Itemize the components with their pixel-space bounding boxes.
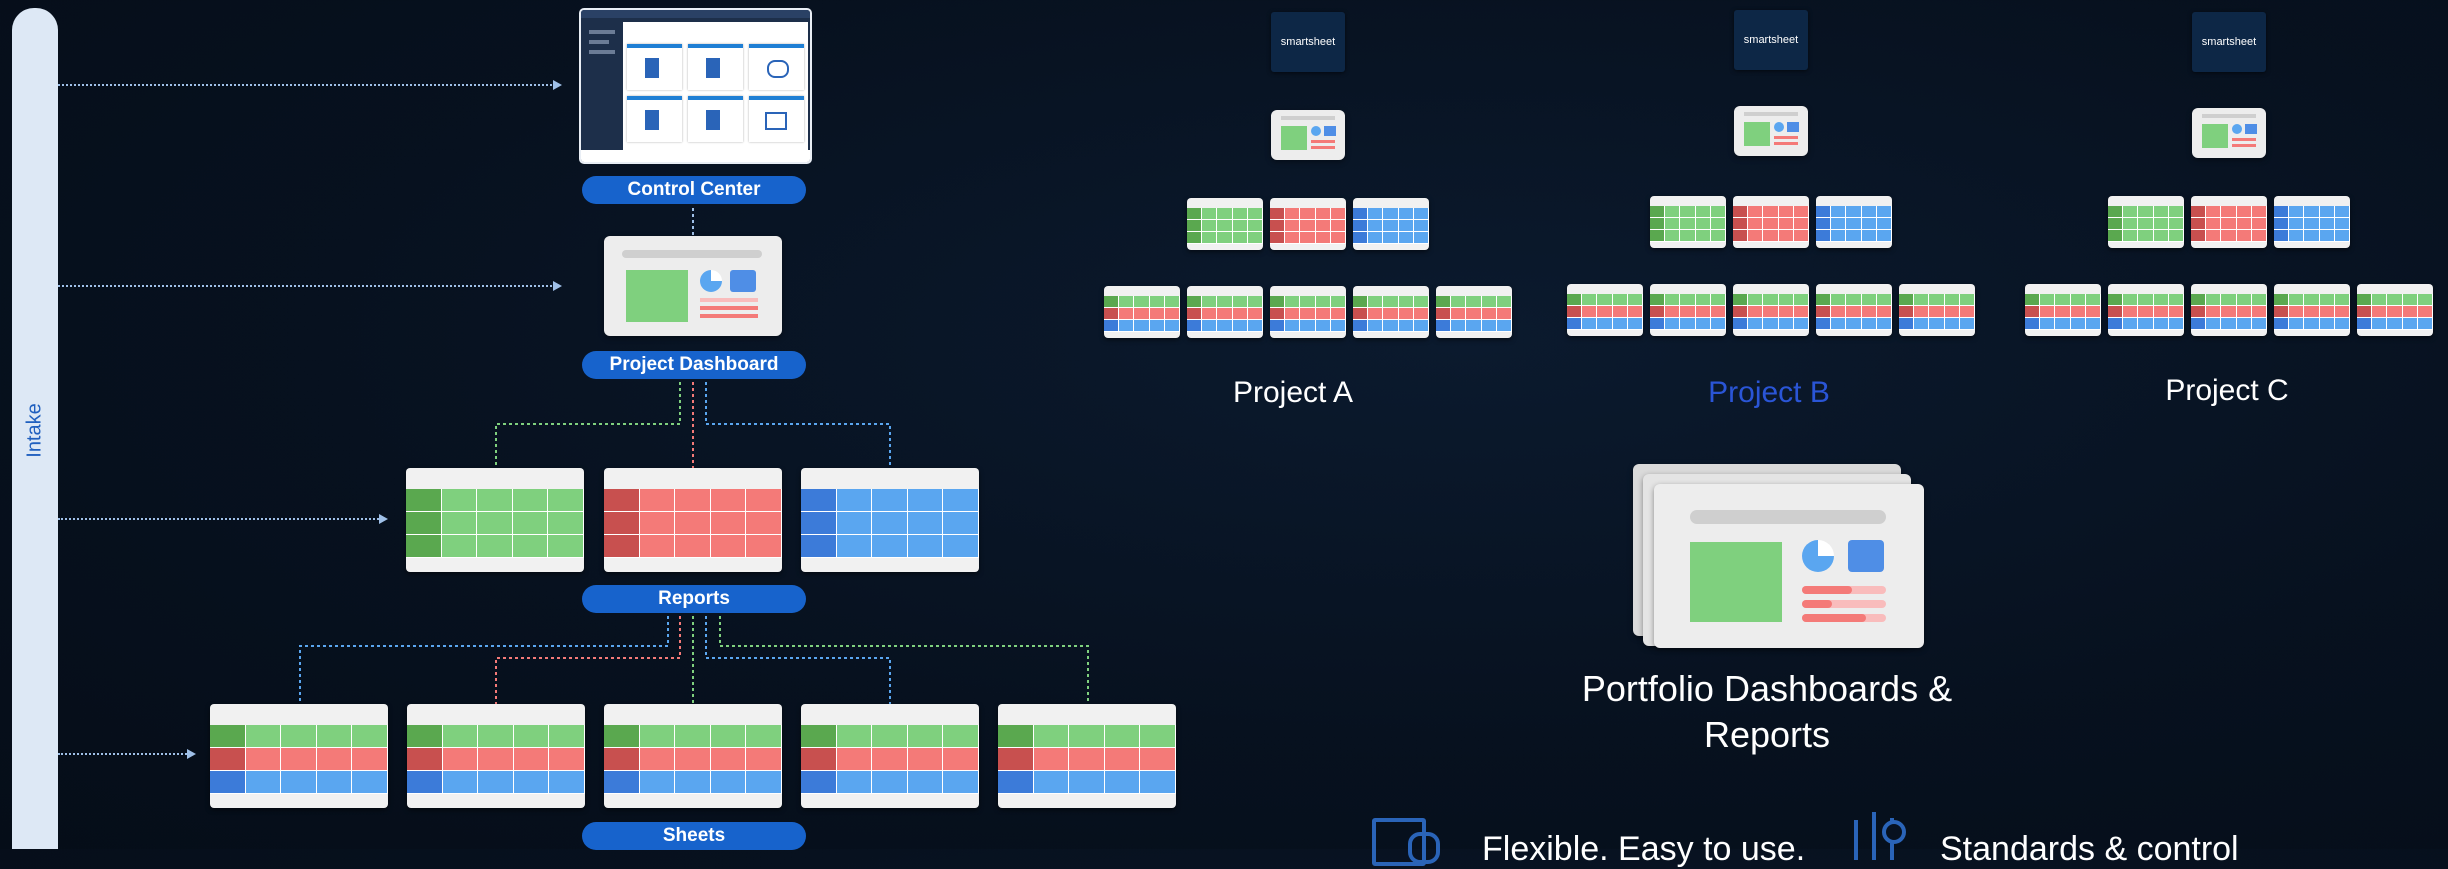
sheet-card-5 xyxy=(998,704,1176,808)
intake-bar xyxy=(12,8,58,849)
project-report-2 xyxy=(2191,196,2267,248)
portfolio-title: Portfolio Dashboards & Reports xyxy=(1520,666,2014,758)
project-sheet-2 xyxy=(1187,286,1263,338)
project-sheet-1 xyxy=(1567,284,1643,336)
project-sheet-1 xyxy=(1104,286,1180,338)
project-dashboard-label: Project Dashboard xyxy=(582,351,806,379)
intake-arrow-control-center xyxy=(58,80,562,90)
reports-label: Reports xyxy=(582,585,806,613)
project-sheet-2 xyxy=(1650,284,1726,336)
project-report-2 xyxy=(1270,198,1346,250)
project-report-3 xyxy=(1353,198,1429,250)
project-sheet-4 xyxy=(2274,284,2350,336)
project-sheet-3 xyxy=(1270,286,1346,338)
project-report-1 xyxy=(1187,198,1263,250)
project-sheet-2 xyxy=(2108,284,2184,336)
project-sheet-4 xyxy=(1816,284,1892,336)
pie-chart-icon xyxy=(1802,540,1834,572)
project-dashboard-card xyxy=(604,236,782,336)
project-report-3 xyxy=(1816,196,1892,248)
project-mini-dashboard xyxy=(1271,110,1345,160)
project-report-1 xyxy=(2108,196,2184,248)
project-sheet-3 xyxy=(1733,284,1809,336)
document-icon xyxy=(706,110,720,130)
flexible-icon-accent xyxy=(1408,832,1440,864)
project-report-2 xyxy=(1733,196,1809,248)
intake-arrow-sheets xyxy=(58,749,196,759)
portfolio-title-line1: Portfolio Dashboards & xyxy=(1581,668,1953,709)
list-icon xyxy=(645,110,659,130)
sheets-label: Sheets xyxy=(582,822,806,850)
project-c-title: Project C xyxy=(2165,374,2289,407)
project-a-title: Project A xyxy=(1232,376,1354,409)
project-b-title: Project B xyxy=(1708,376,1830,409)
portfolio-title-line2: Reports xyxy=(1703,714,1831,755)
project-sheet-3 xyxy=(2191,284,2267,336)
report-sheet-red xyxy=(604,468,782,572)
report-sheet-green xyxy=(406,468,584,572)
flexible-caption: Flexible. Easy to use. xyxy=(1482,830,1806,868)
sheet-card-3 xyxy=(604,704,782,808)
report-sheet-blue xyxy=(801,468,979,572)
bar-chart-icon xyxy=(706,58,720,78)
bar-chart-icon xyxy=(645,58,659,78)
cloud-icon xyxy=(767,60,789,78)
pie-chart-icon xyxy=(700,270,722,292)
control-center-window xyxy=(579,8,812,164)
standards-caption: Standards & control xyxy=(1940,830,2239,868)
intake-arrow-reports xyxy=(58,514,388,524)
project-mini-dashboard xyxy=(1734,106,1808,156)
smartsheet-logo: smartsheet xyxy=(1271,12,1345,72)
smartsheet-logo: smartsheet xyxy=(2192,12,2266,72)
hierarchy-connectors xyxy=(299,208,1089,704)
project-sheet-1 xyxy=(2025,284,2101,336)
project-report-3 xyxy=(2274,196,2350,248)
project-sheet-4 xyxy=(1353,286,1429,338)
project-mini-dashboard xyxy=(2192,108,2266,158)
intake-arrow-dashboard xyxy=(58,281,562,291)
sliders-icon xyxy=(1850,812,1910,860)
project-sheet-5 xyxy=(2357,284,2433,336)
sheet-card-1 xyxy=(210,704,388,808)
smartsheet-logo: smartsheet xyxy=(1734,10,1808,70)
project-sheet-5 xyxy=(1899,284,1975,336)
control-center-label: Control Center xyxy=(582,176,806,204)
sheet-card-2 xyxy=(407,704,585,808)
calendar-icon xyxy=(765,112,787,130)
project-sheet-5 xyxy=(1436,286,1512,338)
project-report-1 xyxy=(1650,196,1726,248)
portfolio-card-front xyxy=(1654,484,1924,648)
sheet-card-4 xyxy=(801,704,979,808)
